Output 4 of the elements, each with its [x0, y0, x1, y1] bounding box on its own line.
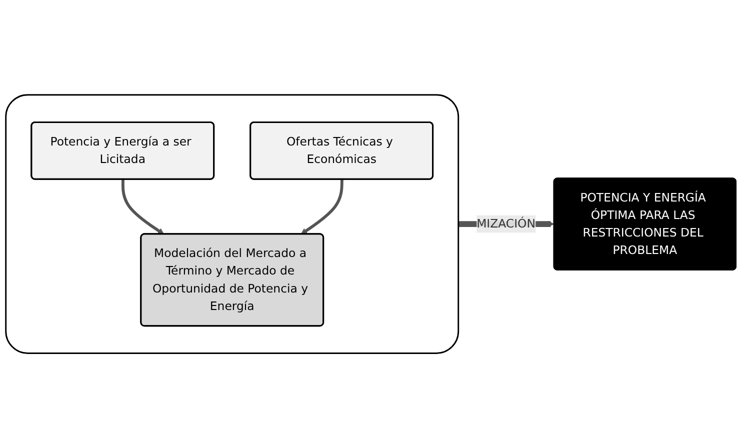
cluster [5, 94, 460, 354]
edge-label: MIZACIÓN [476, 216, 536, 231]
arrow [121, 179, 164, 234]
arrow [300, 179, 344, 234]
